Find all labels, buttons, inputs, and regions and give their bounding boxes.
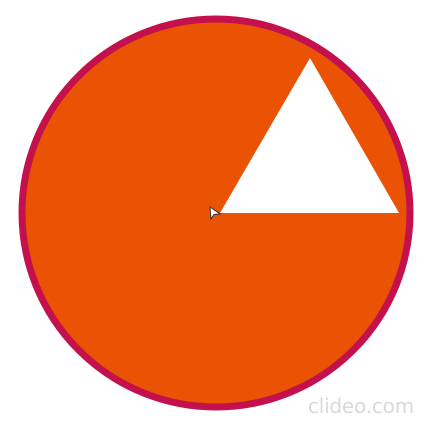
white-triangle: [220, 58, 399, 213]
watermark: clideo.com: [307, 394, 414, 418]
mouse-pointer-icon: [209, 205, 222, 221]
